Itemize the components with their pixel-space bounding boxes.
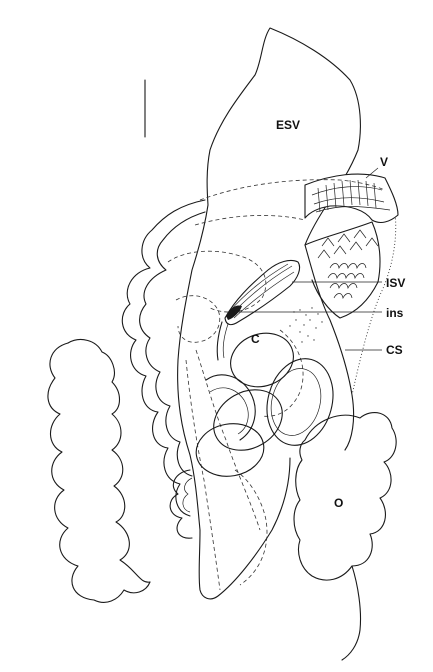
coil-tube-a [205,374,256,441]
dashed-contour-long [195,349,261,531]
coil-4 [266,358,334,446]
label-c: C [251,332,260,346]
v-striations [317,179,377,213]
coil-3 [195,423,265,477]
left-tissue-inner [67,339,151,583]
coil-1 [230,332,294,388]
label-esv: ESV [276,118,300,132]
dashed-contour-lower [234,469,268,586]
central-body-outline [177,149,291,600]
label-cs: CS [386,343,403,357]
left-tissue-folds [47,342,151,603]
texture-loops [327,263,367,300]
dashed-contour-upper [199,179,386,201]
lower-left-curls [169,469,193,539]
dashed-contour-long-2 [185,359,221,591]
cs-outline [351,211,397,396]
dashed-contour-left [175,295,221,343]
stippled-region [289,307,323,343]
texture-triangles [317,229,379,259]
label-isv: ISV [386,276,405,290]
left-membrane-outer [121,199,206,517]
isv-tube [216,321,223,361]
isv-structure [224,259,301,326]
lower-left-curls-inner [182,477,193,513]
coil-5 [270,368,322,436]
dashed-contour-right [261,329,304,417]
dashed-contour-upper-2 [194,215,306,226]
esv-lobe-outline [209,27,361,246]
label-ins: ins [386,306,404,320]
leader-v [365,167,379,179]
isv-dark-region [226,305,242,320]
left-membrane-inner [139,211,206,477]
coil-tube-b [209,387,249,435]
o-structure-lower [341,565,362,661]
label-o: O [334,496,343,510]
label-v: V [380,155,388,169]
o-structure [293,412,397,581]
isv-tube-2 [222,323,229,359]
coil-2 [213,389,283,451]
right-body-outline [304,244,355,451]
